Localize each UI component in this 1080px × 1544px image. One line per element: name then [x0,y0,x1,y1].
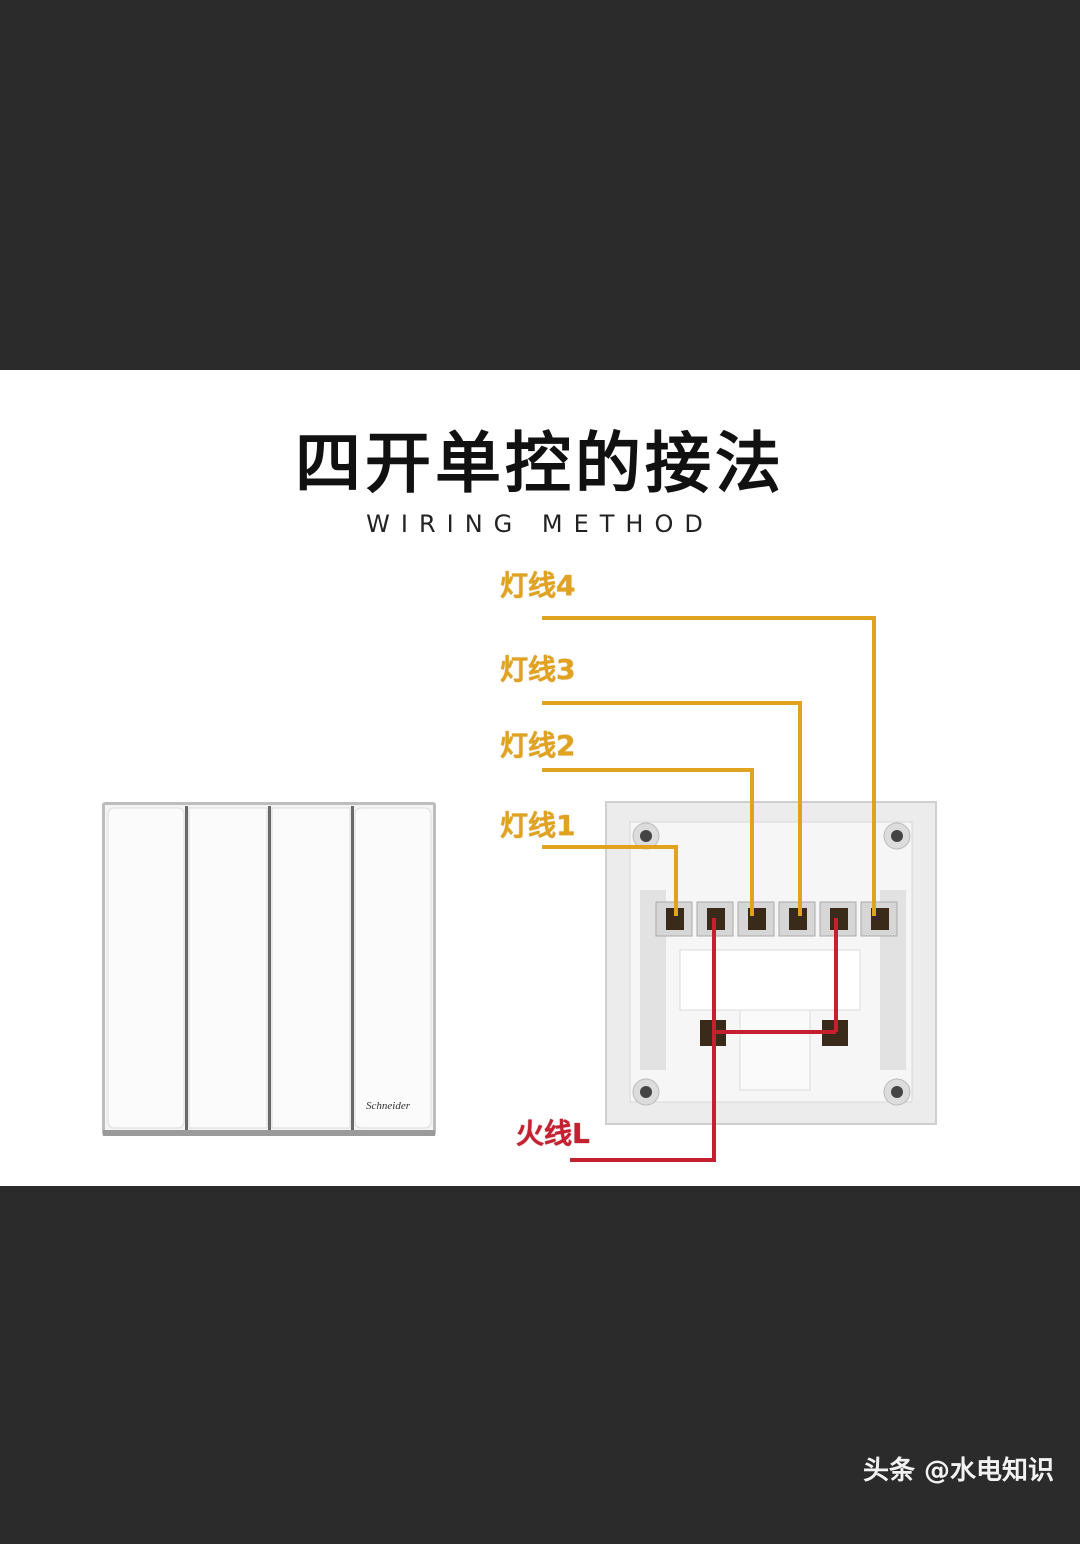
diagram-subtitle: WIRING METHOD [366,510,714,538]
watermark: 头条 @水电知识 [862,1456,1054,1486]
live-wire [570,918,716,1162]
light-wire-2-label: 灯线2 [500,729,576,762]
bottom-dark-band [0,1186,1080,1544]
wiring-diagram [102,616,937,1162]
switch-brand-logo: Schneider [366,1100,410,1112]
switch-back-image [605,801,937,1125]
diagram-panel: 四开单控的接法 WIRING METHOD [0,370,1080,1186]
light-wire-1-label: 灯线1 [500,809,576,842]
light-wire-3 [542,701,802,916]
switch-front-image [102,802,436,1136]
top-dark-band [0,0,1080,370]
terminal-row [655,901,898,937]
live-wire-label: 火线L [516,1117,590,1150]
light-wire-1 [542,845,678,916]
switch-rocker-4 [354,807,432,1129]
switch-rocker-3 [271,807,351,1129]
switch-rocker-2 [188,807,268,1129]
diagram-title: 四开单控的接法 [295,425,785,502]
switch-rocker-1 [107,807,185,1129]
light-wire-3-label: 灯线3 [500,653,576,686]
light-wire-4 [542,616,876,916]
light-wire-4-label: 灯线4 [500,569,576,602]
light-wire-2 [542,768,754,916]
